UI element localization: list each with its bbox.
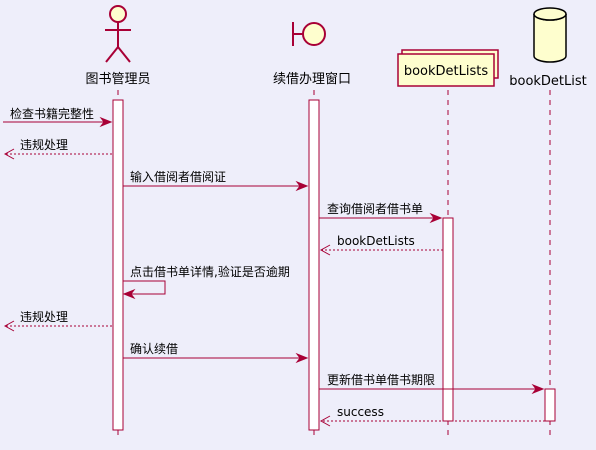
arrow-head-icon	[122, 288, 136, 300]
message-check-integrity: 检查书籍完整性	[3, 106, 113, 128]
arrow-head-icon	[429, 212, 443, 224]
message-input-card: 输入借阅者借阅证	[123, 169, 309, 192]
open-arrow-icon	[3, 320, 15, 332]
arrow-head-icon	[295, 352, 309, 364]
open-arrow-icon	[319, 415, 331, 427]
arrow-head-icon	[99, 116, 113, 128]
open-arrow-icon	[319, 244, 331, 256]
message-label: 确认续借	[130, 342, 178, 356]
message-violation-1: 违规处理	[3, 137, 112, 160]
participant-label-librarian: 图书管理员	[85, 72, 150, 87]
actor-librarian: 图书管理员	[85, 5, 151, 87]
message-success: success	[319, 405, 545, 427]
message-label: 违规处理	[20, 137, 68, 152]
boundary-icon	[302, 22, 326, 46]
collections-participant: bookDetLists	[397, 49, 499, 87]
activation-librarian	[112, 99, 124, 431]
database-icon	[533, 14, 567, 63]
message-label: 检查书籍完整性	[10, 106, 94, 121]
message-label: 点击借书单详情,验证是否逾期	[130, 264, 290, 279]
actor-head-icon	[109, 5, 127, 23]
participant-label-collection: bookDetLists	[404, 64, 489, 79]
message-label: 违规处理	[20, 309, 68, 324]
activation-database	[544, 388, 556, 422]
message-self-check-overdue: 点击借书单详情,验证是否逾期	[122, 264, 290, 300]
participant-label-database: bookDetList	[509, 74, 587, 89]
database-participant: bookDetList	[509, 7, 587, 89]
activation-collection	[442, 217, 454, 422]
arrow-head-icon	[531, 383, 545, 395]
boundary-renewal-window: 续借办理窗口	[273, 22, 351, 87]
message-return-lists: bookDetLists	[319, 234, 443, 256]
message-label: bookDetLists	[337, 234, 415, 248]
message-label: success	[337, 405, 384, 419]
message-label: 输入借阅者借阅证	[130, 169, 226, 184]
message-update-period: 更新借书单借书期限	[319, 372, 545, 395]
message-query-list: 查询借阅者借书单	[319, 202, 443, 224]
participant-label-renewal-window: 续借办理窗口	[273, 71, 351, 87]
message-label: 更新借书单借书期限	[327, 372, 435, 387]
message-label: 查询借阅者借书单	[327, 202, 423, 216]
activation-renewal-window	[308, 99, 320, 431]
message-confirm-renewal: 确认续借	[123, 342, 309, 364]
message-violation-2: 违规处理	[3, 309, 112, 332]
collections-front-box	[397, 53, 495, 87]
arrow-head-icon	[295, 180, 309, 192]
open-arrow-icon	[3, 148, 15, 160]
